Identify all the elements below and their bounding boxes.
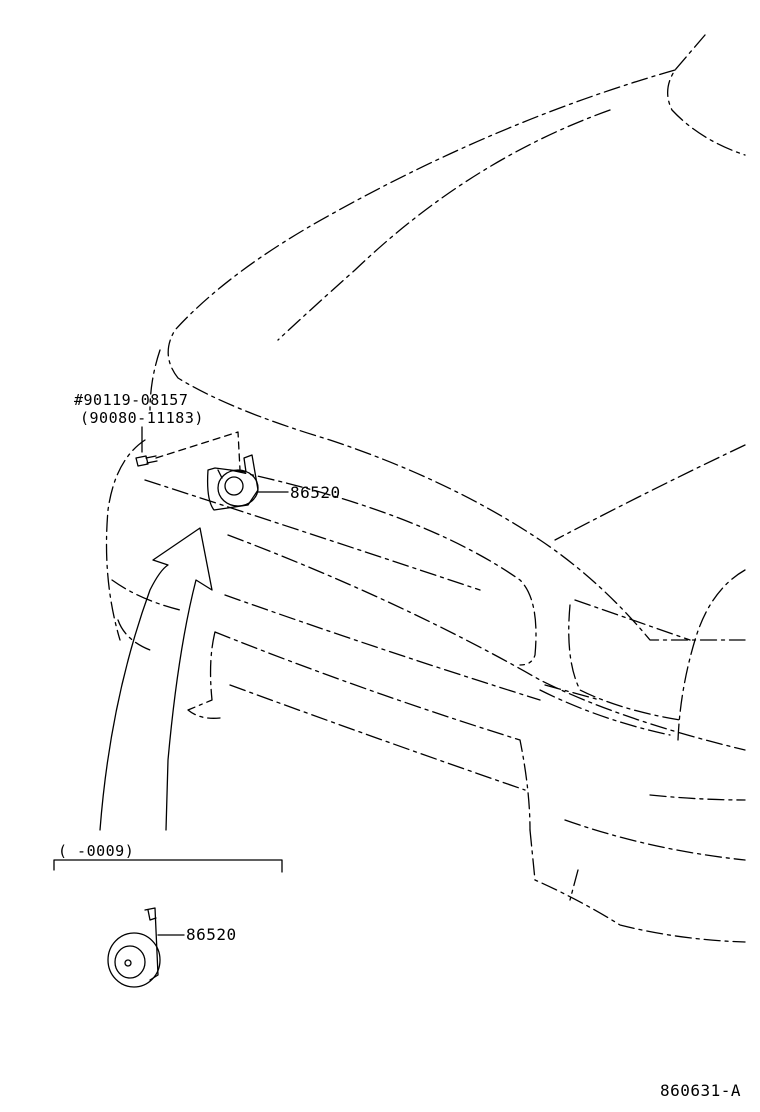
figure-code: 860631-A	[660, 1081, 742, 1100]
location-arrow	[99, 527, 213, 831]
bolt-alt-part-number: (90080-11183)	[80, 409, 204, 427]
variant-range-label: ( -0009)	[58, 842, 135, 860]
bolt-part-number: #90119-08157	[74, 391, 189, 409]
horn-upper-part-number: 86520	[290, 483, 341, 502]
horn-mounted-icon	[206, 454, 289, 511]
horn-variant-icon	[107, 907, 185, 988]
vehicle-body-outline	[149, 34, 746, 741]
bumper-outline	[105, 439, 746, 943]
horn-lower-part-number: 86520	[186, 925, 237, 944]
variant-bracket	[53, 859, 283, 873]
bolt-part-icon	[135, 426, 241, 471]
